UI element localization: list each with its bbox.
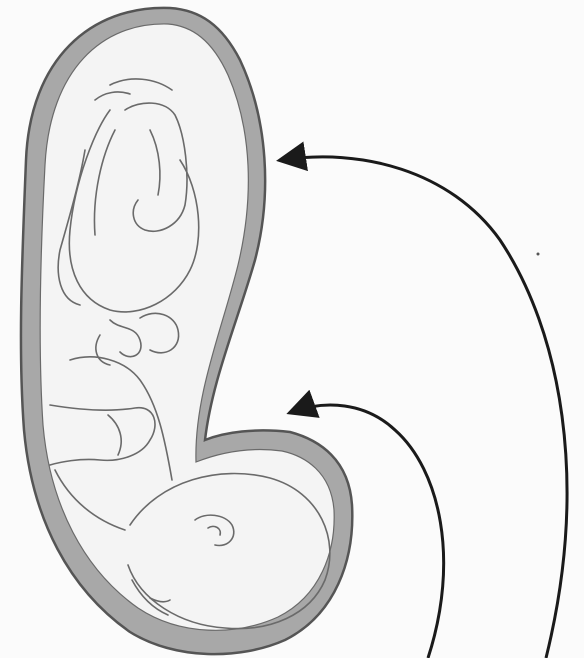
speck <box>537 253 540 256</box>
uterine-cavity <box>40 24 334 630</box>
